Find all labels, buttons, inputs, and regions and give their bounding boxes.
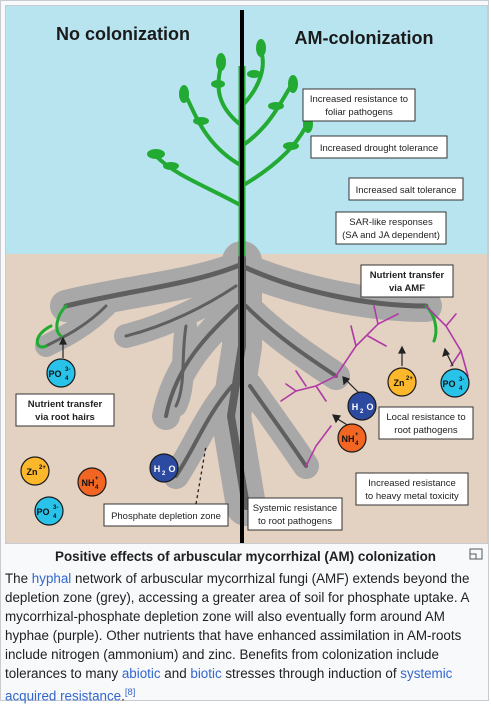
svg-text:Increased resistance: Increased resistance: [368, 478, 456, 489]
svg-text:H: H: [352, 402, 359, 412]
label-salt-tolerance: Increased salt tolerance: [348, 177, 464, 201]
h2o-left: H 2 O: [149, 453, 179, 483]
caption-title: Positive effects of arbuscular mycorrhiz…: [55, 549, 436, 564]
link-abiotic[interactable]: abiotic: [121, 666, 161, 681]
right-heading: AM-colonization: [295, 28, 434, 48]
svg-text:+: +: [95, 476, 99, 482]
label-nutrient-transfer-amf: Nutrient transfer via AMF: [360, 264, 454, 298]
nh4-right: NH 4 +: [337, 423, 367, 453]
label-foliar-resistance: Increased resistance to foliar pathogens: [302, 88, 416, 122]
label-nutrient-transfer-root-hairs: Nutrient transfer via root hairs: [15, 393, 115, 427]
link-hyphal[interactable]: hyphal: [31, 571, 72, 586]
am-hyphae: [280, 305, 469, 467]
svg-text:4: 4: [65, 376, 69, 382]
svg-text:Local resistance to: Local resistance to: [386, 412, 465, 423]
svg-text:3-: 3-: [53, 505, 58, 511]
svg-text:Increased resistance to: Increased resistance to: [310, 94, 408, 105]
svg-text:(SA and JA dependent): (SA and JA dependent): [342, 230, 440, 241]
label-systemic-resistance: Systemic resistance to root pathogens: [247, 497, 343, 531]
link-biotic[interactable]: biotic: [190, 666, 222, 681]
svg-text:O: O: [366, 402, 373, 412]
caption-text-part: stresses through induction of: [221, 666, 401, 681]
svg-text:SAR-like responses: SAR-like responses: [349, 217, 433, 228]
enlarge-icon[interactable]: [469, 548, 483, 560]
caption-text-part: .: [121, 688, 125, 704]
svg-text:root pathogens: root pathogens: [394, 425, 458, 436]
label-drought-tolerance: Increased drought tolerance: [310, 135, 448, 159]
svg-text:via AMF: via AMF: [389, 283, 425, 294]
nh4-left: NH 4 +: [77, 467, 107, 497]
svg-text:Zn: Zn: [394, 378, 405, 388]
svg-text:Phosphate depletion zone: Phosphate depletion zone: [111, 511, 221, 522]
caption-text-part: network of arbuscular mycorrhizal fungi …: [5, 571, 470, 681]
svg-text:4: 4: [459, 386, 463, 392]
svg-text:4: 4: [53, 514, 57, 520]
svg-text:NH: NH: [342, 434, 355, 444]
svg-text:H: H: [154, 464, 161, 474]
svg-text:4: 4: [355, 441, 359, 447]
svg-text:Nutrient transfer: Nutrient transfer: [28, 399, 103, 410]
label-local-resistance: Local resistance to root pathogens: [378, 406, 474, 440]
svg-text:PO: PO: [36, 507, 49, 517]
svg-text:4: 4: [95, 485, 99, 491]
caption-text-part: and: [160, 666, 191, 681]
svg-text:PO: PO: [442, 379, 455, 389]
diagram-svg: No colonization AM-colonization Increase…: [6, 6, 487, 543]
am-colonization-diagram[interactable]: No colonization AM-colonization Increase…: [5, 5, 488, 544]
h2o-right: H 2 O: [347, 391, 377, 421]
nutrient-arrows: [59, 336, 454, 427]
svg-text:+: +: [355, 432, 359, 438]
svg-text:3-: 3-: [65, 367, 70, 373]
reference-8[interactable]: [8]: [124, 687, 136, 698]
svg-text:Systemic resistance: Systemic resistance: [253, 503, 337, 514]
svg-text:Zn: Zn: [27, 467, 38, 477]
svg-text:Nutrient transfer: Nutrient transfer: [370, 270, 445, 281]
caption-text-part: The: [5, 571, 32, 586]
svg-text:3-: 3-: [459, 377, 464, 383]
po4-left-bottom: PO 4 3-: [34, 496, 64, 526]
svg-text:NH: NH: [82, 478, 95, 488]
svg-text:Increased salt tolerance: Increased salt tolerance: [356, 185, 457, 196]
svg-text:PO: PO: [48, 369, 61, 379]
po4-right: PO 4 3-: [440, 368, 470, 398]
svg-text:foliar pathogens: foliar pathogens: [325, 107, 393, 118]
caption-text: The hyphal network of arbuscular mycorrh…: [5, 569, 486, 705]
label-phosphate-depletion-zone: Phosphate depletion zone: [103, 503, 229, 527]
svg-text:Increased drought tolerance: Increased drought tolerance: [320, 143, 438, 154]
left-heading: No colonization: [56, 24, 190, 44]
svg-text:O: O: [168, 464, 175, 474]
zn-right: Zn 2+: [387, 367, 417, 397]
label-heavy-metal: Increased resistance to heavy metal toxi…: [355, 472, 469, 506]
svg-text:2: 2: [360, 409, 364, 415]
svg-text:2+: 2+: [39, 465, 46, 471]
svg-text:2+: 2+: [406, 376, 413, 382]
depletion-pointer: [195, 445, 207, 505]
svg-text:to heavy metal toxicity: to heavy metal toxicity: [365, 491, 459, 502]
zn-left: Zn 2+: [20, 456, 50, 486]
link-systemic-acquired-resistance[interactable]: systemic acquired resistance: [5, 666, 453, 704]
svg-text:via root hairs: via root hairs: [35, 412, 95, 423]
svg-text:to root pathogens: to root pathogens: [258, 516, 332, 527]
label-sar-responses: SAR-like responses (SA and JA dependent): [335, 211, 447, 245]
po4-left: PO 4 3-: [46, 358, 76, 388]
svg-text:2: 2: [162, 471, 166, 477]
